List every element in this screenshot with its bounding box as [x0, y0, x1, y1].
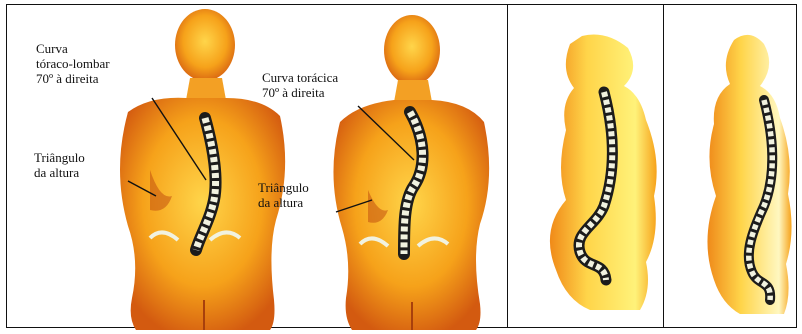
label-curve-a: Curva tóraco-lombar 70º à direita — [36, 41, 110, 86]
back-b — [333, 100, 489, 330]
neck-b — [394, 80, 432, 102]
back-a — [120, 98, 285, 330]
head-a — [175, 9, 235, 81]
head-b — [384, 15, 440, 85]
side-figure-1 — [550, 35, 657, 311]
label-triangle-a: Triângulo da altura — [34, 150, 85, 180]
label-triangle-b: Triângulo da altura — [258, 180, 309, 210]
label-curve-b: Curva torácica 70º à direita — [262, 70, 338, 100]
torso-figure-a — [120, 9, 285, 330]
neck-a — [186, 78, 226, 100]
side-figure-2 — [707, 35, 791, 314]
torso-figure-b — [333, 15, 489, 330]
